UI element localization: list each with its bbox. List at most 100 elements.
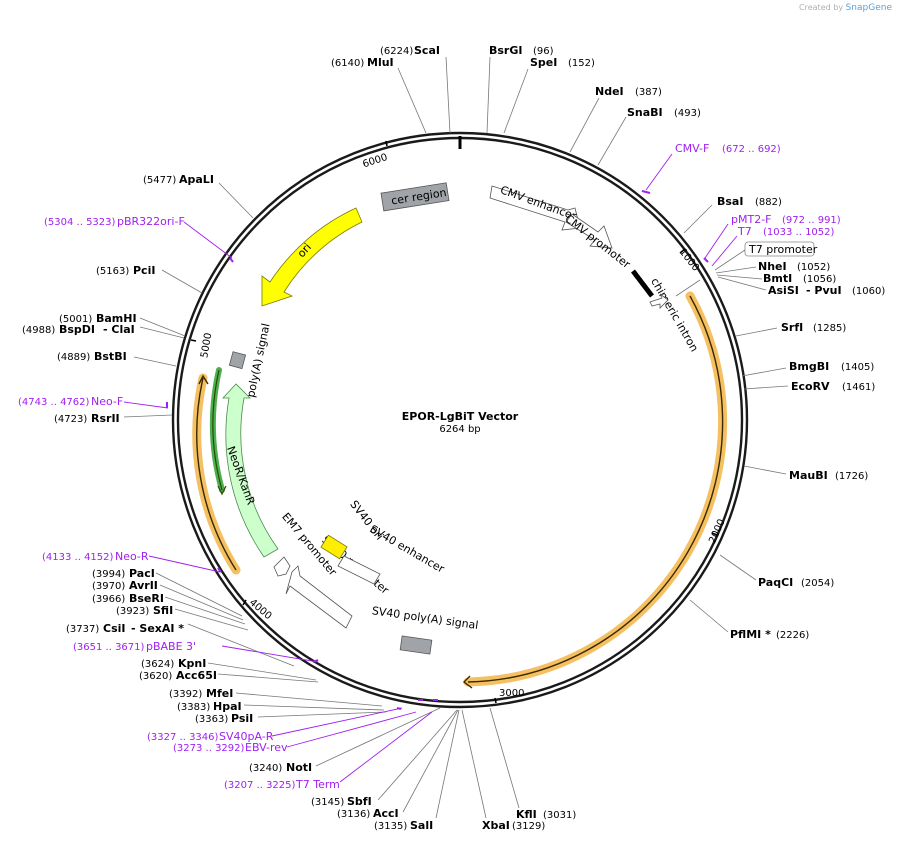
sali-leader — [435, 709, 460, 819]
mfei-position: (3392) — [169, 689, 202, 700]
sbfi-label: SbfI — [347, 795, 372, 808]
ebv-rev-label: EBV-rev — [245, 741, 288, 754]
t7-label: T7 — [737, 225, 752, 238]
bspdi-position: (4988) — [22, 325, 55, 336]
srfi-position: (1285) — [813, 323, 846, 334]
clai-label: - ClaI — [103, 323, 135, 336]
kpni-label: KpnI — [178, 657, 206, 670]
ebv-rev-leader — [286, 711, 417, 748]
csii-position: (3737) — [66, 624, 99, 635]
avrii-position: (3970) — [92, 581, 125, 592]
ebv-rev-range: (3273 .. 3292) — [173, 743, 245, 754]
paqci-label: PaqCI — [758, 576, 793, 589]
hpai-leader — [243, 704, 385, 711]
bmgbi-leader — [741, 367, 787, 377]
sali-position: (3135) — [374, 821, 407, 832]
sv40pa-r-label: SV40pA-R — [219, 730, 274, 743]
rsrii-position: (4723) — [54, 414, 87, 425]
neo-r-label: Neo-R — [115, 550, 149, 563]
sali-label: SalI — [410, 819, 433, 832]
maubi-position: (1726) — [835, 471, 868, 482]
pmt2-f-range: (972 .. 991) — [782, 215, 841, 226]
srfi-label: SrfI — [781, 321, 803, 334]
apali-position: (5477) — [143, 175, 176, 186]
xbai-label: XbaI — [482, 819, 510, 832]
bmgbi-label: BmgBI — [789, 360, 829, 373]
mfei-leader — [235, 692, 383, 707]
snabi-label: SnaBI — [627, 106, 663, 119]
t7-range: (1033 .. 1052) — [763, 227, 835, 238]
pbr322ori-f-range: (5304 .. 5323) — [44, 217, 116, 228]
bstbi-label: BstBI — [94, 350, 127, 363]
spei-leader — [503, 68, 529, 134]
paqci-leader — [719, 554, 757, 581]
pflmi-leader — [689, 599, 729, 633]
cmv-f-label: CMV-F — [675, 142, 709, 155]
t7-promoter-box — [744, 241, 815, 257]
neo-f-leader — [123, 401, 169, 409]
scai-leader — [445, 56, 451, 134]
cmv-enhancer-arrow — [489, 185, 581, 231]
pbr322ori-f-leader — [183, 221, 233, 259]
t7-leader — [711, 235, 738, 267]
bamhi-leader — [139, 317, 186, 337]
noti-label: NotI — [286, 761, 312, 774]
t7-promoter-label: T7 promoter — [748, 243, 818, 256]
snapgene-brand: SnapGene — [845, 3, 892, 13]
lgbit-orf-arc-glow — [463, 291, 728, 687]
paci-position: (3994) — [92, 569, 125, 580]
acc65i-leader — [217, 673, 319, 683]
lgbit-orf-arc — [467, 295, 724, 683]
bstbi-position: (4889) — [57, 352, 90, 363]
pbabe-3-site — [312, 659, 319, 663]
snabi-leader — [597, 116, 627, 166]
t7-term-range: (3207 .. 3225) — [224, 780, 296, 791]
mlui-position: (6140) — [331, 58, 364, 69]
kfli-position: (3031) — [543, 810, 576, 821]
sv40-polya-label: SV40 poly(A) signal — [371, 604, 479, 632]
pbr322ori-f-site — [229, 257, 234, 263]
backbone-outer-ring — [171, 131, 749, 709]
neo-f-range: (4743 .. 4762) — [18, 397, 90, 408]
cmv-promoter-arrow — [565, 213, 613, 249]
spei-label: SpeI — [530, 56, 557, 69]
ndei-label: NdeI — [595, 85, 624, 98]
rsrii-label: RsrII — [91, 412, 120, 425]
cmv-f-range: (672 .. 692) — [722, 144, 781, 155]
tick-mark-1000 — [679, 248, 686, 254]
chimeric-intron-label: chimeric intron — [648, 276, 701, 354]
ndei-leader — [569, 97, 600, 153]
avrii-label: AvrII — [129, 579, 158, 592]
t7-promoter-box-leader — [714, 249, 746, 271]
left-orf-arrowhead — [198, 374, 209, 385]
hpai-position: (3383) — [177, 702, 210, 713]
tick-mark-4000 — [242, 599, 247, 606]
bspdi-leader — [139, 326, 185, 339]
tick-label-5000: 5000 — [199, 332, 214, 359]
bspdi-label: BspDI — [59, 323, 95, 336]
pbabe-3-leader — [221, 645, 319, 663]
acci-label: AccI — [373, 807, 399, 820]
avrii-leader — [159, 584, 244, 621]
t7-promoter-arrow — [649, 293, 669, 309]
pbabe-3-label: pBABE 3' — [146, 640, 196, 653]
bsai-leader — [683, 204, 713, 234]
noti-position: (3240) — [249, 763, 282, 774]
pcii-label: PciI — [133, 264, 155, 277]
sv40-promoter-arrow — [285, 565, 353, 629]
apali-leader — [218, 182, 254, 219]
mlui-label: MluI — [367, 56, 394, 69]
maubi-label: MauBI — [789, 469, 828, 482]
psii-position: (3363) — [195, 714, 228, 725]
sexai-label: - SexAI * — [131, 622, 184, 635]
bmgbi-position: (1405) — [841, 362, 874, 373]
ecorv-position: (1461) — [842, 382, 875, 393]
sbfi-position: (3145) — [311, 797, 344, 808]
cer-region-box — [380, 182, 450, 212]
mfei-label: MfeI — [206, 687, 233, 700]
bseri-leader — [164, 596, 246, 625]
kpni-position: (3624) — [141, 659, 174, 670]
mlui-leader — [397, 67, 427, 134]
bsrgi-label: BsrGI — [489, 44, 522, 57]
bstbi-leader — [133, 356, 177, 367]
